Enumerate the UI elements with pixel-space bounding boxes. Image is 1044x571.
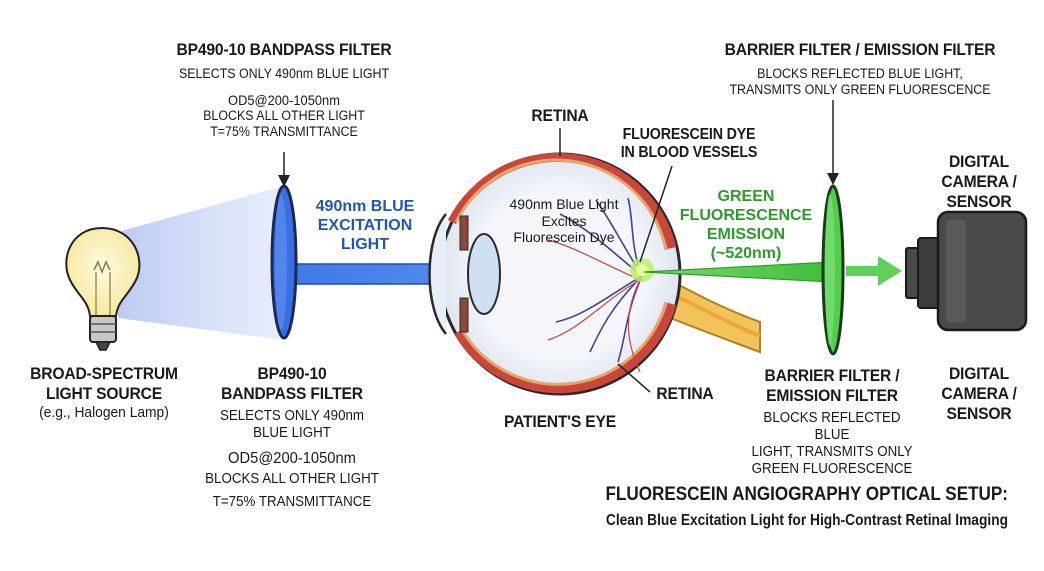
blue-light-label: 490nm BLUE EXCITATION LIGHT [300,198,430,255]
light-source-line3: (e.g., Halogen Lamp) [39,404,169,422]
light-bulb-icon [65,226,141,351]
light-source-label: BROAD-SPECTRUM LIGHT SOURCE (e.g., Halog… [14,364,194,422]
bottom-barrier-line3: BLOCKS REFLECTED BLUE [763,410,901,444]
dye-label: FLUORESCEIN DYE IN BLOOD VESSELS [604,126,774,163]
excites-line2: Excites [541,212,587,229]
top-filter-line3: BLOCKS ALL OTHER LIGHT [203,108,365,124]
light-source-line2: LIGHT SOURCE [46,384,162,404]
barrier-filter-disk [821,184,845,356]
bottom-filter-line5: OD5@200-1050nm [228,450,356,468]
top-filter-line1: SELECTS ONLY 490nm BLUE LIGHT [178,66,390,82]
retina-bottom-label: RETINA [656,384,714,403]
top-filter-line4: T=75% TRANSMITTANCE [210,124,358,140]
bottom-barrier-label: BARRIER FILTER / EMISSION FILTER BLOCKS … [740,366,924,479]
blue-light-line3: LIGHT [341,235,389,253]
camera-top-line3: SENSOR [946,192,1012,212]
bottom-barrier-line1: BARRIER FILTER / [764,366,900,385]
camera-top-line2: CAMERA / [941,172,1017,192]
blue-light-line2: EXCITATION [317,216,413,234]
camera-top-line1: DIGITAL [948,152,1010,171]
leader-dye [639,165,673,263]
green-emission-line3: EMISSION [706,225,786,243]
patient-eye-label: PATIENT'S EYE [503,412,616,431]
bottom-barrier-line4: LIGHT, TRANSMITS ONLY [751,444,913,461]
bottom-barrier-line5: GREEN FLUORESCENCE [751,461,913,478]
green-emission-line4: (~520nm) [710,244,782,262]
bottom-filter-line2: BANDPASS FILTER [221,384,363,404]
dye-line1: FLUORESCEIN DYE [622,126,756,143]
top-barrier-title: BARRIER FILTER / EMISSION FILTER [724,40,996,59]
camera-bottom-line2: CAMERA / [941,384,1017,404]
camera-bottom-line1: DIGITAL [948,364,1010,383]
camera-icon [905,210,1028,332]
green-emission-line1: GREEN [717,188,775,205]
top-filter-line2: OD5@200-1050nm [228,91,340,108]
leader-retina-bottom [617,363,651,393]
diagram-subtitle: Clean Blue Excitation Light for High-Con… [605,512,1008,529]
top-barrier-line1: BLOCKS REFLECTED BLUE LIGHT, [757,66,963,82]
bottom-filter-line1: BP490-10 [257,364,327,383]
top-filter-label: BP490-10 BANDPASS FILTER SELECTS ONLY 49… [148,40,420,140]
camera-bottom-label: DIGITAL CAMERA / SENSOR [928,364,1029,424]
bottom-filter-line3: SELECTS ONLY 490nm [219,408,365,425]
bottom-filter-line6: BLOCKS ALL OTHER LIGHT [205,471,379,488]
camera-top-label: DIGITAL CAMERA / SENSOR [928,152,1029,212]
diagram-title: FLUORESCEIN ANGIOGRAPHY OPTICAL SETUP: [605,484,1008,505]
green-emission-line2: FLUORESCENCE [679,206,813,224]
top-barrier-label: BARRIER FILTER / EMISSION FILTER BLOCKS … [700,40,1020,98]
light-cone [118,186,283,340]
retina-top-label: RETINA [531,106,589,125]
green-emission-label: GREEN FLUORESCENCE EMISSION (~520nm) [676,188,816,264]
excites-line1: 490nm Blue Light [509,196,619,212]
excites-label: 490nm Blue Light Excites Fluorescein Dye [494,196,634,246]
bottom-filter-label: BP490-10 BANDPASS FILTER SELECTS ONLY 49… [192,364,392,511]
bandpass-filter-disk [270,184,298,340]
bottom-barrier-line2: EMISSION FILTER [766,386,898,406]
camera-bottom-line3: SENSOR [946,404,1012,424]
top-barrier-line2: TRANSMITS ONLY GREEN FLUORESCENCE [729,81,991,97]
eye-illustration [428,152,761,396]
top-filter-title: BP490-10 BANDPASS FILTER [176,40,392,59]
dye-line2: IN BLOOD VESSELS [620,144,758,162]
bottom-filter-line7: T=75% TRANSMITTANCE [212,494,372,511]
light-source-line1: BROAD-SPECTRUM [30,364,178,383]
bottom-filter-line4: BLUE LIGHT [253,425,331,442]
excites-line3: Fluorescein Dye [513,229,615,246]
green-arrow-icon [846,256,902,286]
blue-light-line1: 490nm BLUE [315,198,415,215]
